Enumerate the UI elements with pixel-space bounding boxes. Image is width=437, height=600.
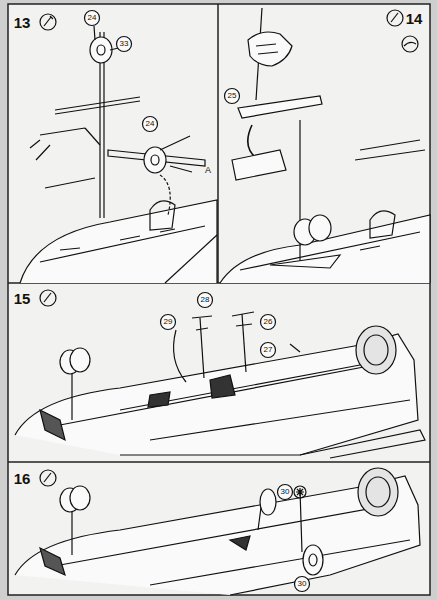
callout-circle	[225, 89, 240, 104]
callout-number: A	[205, 166, 211, 175]
callout-circle	[161, 315, 176, 330]
step-number: 15	[14, 291, 31, 306]
callout-circle	[278, 485, 293, 500]
callout-number: 30	[298, 580, 307, 588]
step-number: 14	[406, 11, 423, 26]
callout-circle	[261, 343, 276, 358]
callout-number: 25	[228, 92, 237, 100]
callout-circle	[143, 117, 158, 132]
step-number: 16	[14, 471, 31, 486]
callout-circle	[117, 37, 132, 52]
callout-number: 28	[201, 296, 210, 304]
callout-number: 24	[88, 14, 97, 22]
callout-circle	[85, 11, 100, 26]
callout-circle	[198, 293, 213, 308]
callout-circles	[85, 11, 310, 592]
callout-number: 33	[120, 40, 129, 48]
callout-number: 24	[146, 120, 155, 128]
step-number: 13	[14, 15, 31, 30]
callout-number: 27	[264, 346, 273, 354]
callout-circle	[261, 315, 276, 330]
callout-number: 29	[164, 318, 173, 326]
callout-number: 30	[281, 488, 290, 496]
callout-circle	[295, 577, 310, 592]
callout-number: 26	[264, 318, 273, 326]
